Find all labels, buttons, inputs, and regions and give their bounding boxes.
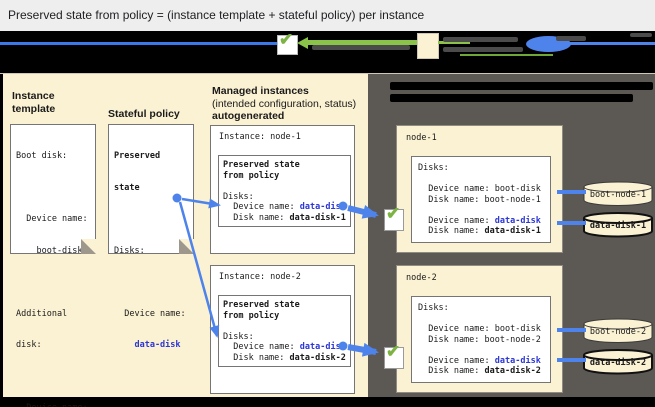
applied-checkmark-icon: ✔ xyxy=(384,205,404,231)
applied-checkmark-icon: ✔ xyxy=(384,343,404,369)
page-fold-icon xyxy=(179,239,194,254)
managed-instance-box-node-2: Instance: node-2 Preserved state from po… xyxy=(210,265,355,394)
managed-instances-header: Managed instances (intended configuratio… xyxy=(212,85,372,123)
disks-label: Disks: xyxy=(223,191,254,202)
disk-name-line: Disk name: data-disk-2 xyxy=(223,352,346,363)
card-heading: state xyxy=(114,182,140,193)
disk-label: boot-node-2 xyxy=(589,327,647,337)
cylinder-icon xyxy=(583,318,653,343)
preserved-state-box: Preserved state from policy Disks: Devic… xyxy=(218,295,351,367)
device-name-line: Device name: data-disk xyxy=(223,202,346,212)
vm-node-1-box: node-1 Disks: Device name: boot-disk Dis… xyxy=(396,125,563,253)
vm-title: node-1 xyxy=(406,133,437,143)
legend-green-line xyxy=(438,41,470,44)
panel-top-divider xyxy=(0,73,655,74)
boot-disk-cylinder-node-2: boot-node-2 xyxy=(583,318,653,344)
legend-green-arrow-icon xyxy=(297,37,308,49)
card-line: Device name: xyxy=(16,403,90,407)
managed-instance-box-node-1: Instance: node-1 Preserved state from po… xyxy=(210,125,355,254)
instance-template-card: Boot disk: Device name: boot-disk Additi… xyxy=(10,124,96,407)
legend-checkmark-icon: ✔ xyxy=(277,31,298,55)
card-line: Device name: xyxy=(114,308,186,319)
page-fold-icon xyxy=(81,239,96,254)
disk-label: boot-node-1 xyxy=(589,190,647,200)
vm-node-2-box: node-2 Disks: Device name: boot-disk Dis… xyxy=(396,265,563,393)
card-line: Disks: xyxy=(114,245,145,256)
legend-green-arrow-shaft xyxy=(307,40,418,45)
data-disk-cylinder-node-2: data-disk-2 xyxy=(583,349,653,375)
legend-template-swatch xyxy=(417,33,439,59)
vm-disks-box: Disks: Device name: boot-disk Disk name:… xyxy=(411,296,551,383)
boot-disk-line: Disk name: boot-node-1 xyxy=(418,194,541,205)
instance-template-label: Instance template xyxy=(12,90,56,115)
data-disk-cylinder-node-1: data-disk-1 xyxy=(583,212,653,238)
boot-device-line: Device name: boot-disk xyxy=(418,324,541,334)
legend-redacted-text xyxy=(312,45,410,50)
vm-title: node-2 xyxy=(406,273,437,283)
legend-green-underline xyxy=(460,54,553,56)
preserved-state-box: Preserved state from policy Disks: Devic… xyxy=(218,155,351,227)
disk-label: data-disk-1 xyxy=(589,221,647,231)
card-line: boot-disk xyxy=(16,245,83,256)
instance-title: Instance: node-1 xyxy=(219,132,301,142)
disks-label: Disks: xyxy=(418,163,449,173)
disk-name-line: Disk name: data-disk-1 xyxy=(418,226,541,236)
legend-redacted-text xyxy=(556,36,586,41)
stateful-policy-card: Preserved state Disks: Device name: data… xyxy=(108,124,194,350)
card-line: Device name: xyxy=(16,214,88,224)
redacted-heading-line xyxy=(390,82,653,90)
preserved-state-heading: Preserved state xyxy=(223,160,300,170)
disk-name-line: Disk name: data-disk-1 xyxy=(223,212,346,223)
boot-device-line: Device name: boot-disk xyxy=(418,184,541,194)
managed-instances-subtitle: (intended configuration, status) xyxy=(212,97,357,110)
card-line: disk: xyxy=(16,340,42,350)
card-line: Boot disk: xyxy=(16,151,68,161)
title-bar: Preserved state from policy = (instance … xyxy=(0,0,655,31)
mig-config-panel: Instance template Boot disk: Device name… xyxy=(3,74,368,407)
cylinder-icon xyxy=(583,212,653,238)
preserved-state-heading: from policy xyxy=(223,310,280,321)
legend-band: ✔ xyxy=(0,31,655,73)
vm-disks-box: Disks: Device name: boot-disk Disk name:… xyxy=(411,156,551,243)
preserved-state-heading: from policy xyxy=(223,170,280,181)
cylinder-icon xyxy=(583,181,653,206)
device-name-line: Device name: data-disk xyxy=(223,342,346,352)
legend-redacted-text xyxy=(443,47,523,52)
stateful-policy-label: Stateful policy xyxy=(108,108,180,120)
instance-title: Instance: node-2 xyxy=(219,272,301,282)
redacted-heading-line xyxy=(390,94,633,102)
legend-blue-connector-line xyxy=(0,42,278,45)
cylinder-icon xyxy=(583,349,653,375)
device-name-line: Device name: data-disk xyxy=(418,355,541,366)
card-line: Additional xyxy=(16,308,68,319)
disks-label: Disks: xyxy=(223,331,254,342)
disk-name-line: Disk name: data-disk-2 xyxy=(418,366,541,376)
legend-redacted-text xyxy=(630,33,652,37)
card-heading: Preserved xyxy=(114,151,161,161)
preserved-state-heading: Preserved state xyxy=(223,300,300,310)
disk-label: data-disk-2 xyxy=(589,358,647,368)
page-title: Preserved state from policy = (instance … xyxy=(8,8,425,22)
device-name-line: Device name: data-disk xyxy=(418,215,541,226)
card-line-data-disk: data-disk xyxy=(114,340,181,350)
managed-instances-title: Managed instances xyxy=(212,85,309,97)
managed-instances-autogenerated: autogenerated xyxy=(212,110,285,122)
boot-disk-line: Disk name: boot-node-2 xyxy=(418,334,541,345)
legend-redacted-text xyxy=(443,37,518,42)
legend-blue-line-right xyxy=(565,42,655,45)
disks-label: Disks: xyxy=(418,303,449,313)
boot-disk-cylinder-node-1: boot-node-1 xyxy=(583,181,653,207)
